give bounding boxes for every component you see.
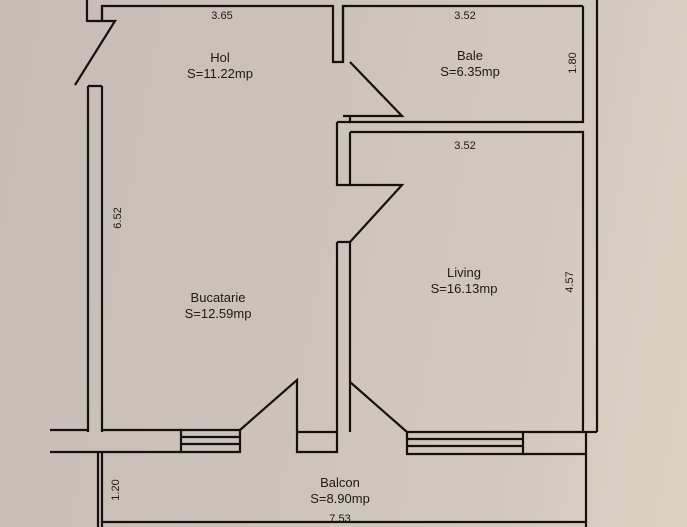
kitchen-door-swing (239, 377, 339, 454)
left-wall (86, 84, 104, 432)
dim-living-width: 3.52 (454, 140, 476, 152)
room-area: S=8.90mp (310, 491, 370, 506)
room-name: Living (447, 265, 481, 280)
dim-bale-width: 3.52 (454, 10, 476, 22)
entrance-door-swing (74, 19, 117, 86)
kitchen-window (179, 428, 242, 454)
room-bale: Bale S=6.35mp (440, 48, 500, 80)
living-door-swing-balcony (349, 381, 408, 433)
room-living: Living S=16.13mp (431, 265, 498, 297)
dim-bale-height: 1.80 (567, 52, 579, 74)
room-area: S=12.59mp (184, 306, 252, 321)
room-area: S=6.35mp (440, 64, 500, 79)
room-name: Balcon (320, 475, 360, 490)
room-name: Bale (456, 48, 484, 63)
top-wall (85, 0, 583, 64)
room-name: Hol (210, 50, 230, 65)
bale-door-swing (343, 61, 405, 118)
balcony-left-wall (96, 452, 104, 527)
dim-left-height: 6.52 (112, 207, 124, 229)
dim-balcon-depth: 1.20 (110, 479, 122, 501)
living-top-wall (350, 130, 585, 432)
dim-hol-width: 3.65 (211, 10, 233, 22)
room-name: Bucatarie (190, 290, 246, 305)
room-balcon: Balcon S=8.90mp (310, 475, 370, 507)
room-area: S=16.13mp (430, 281, 498, 296)
living-window (405, 430, 525, 456)
dim-balcon-length: 7.53 (329, 513, 351, 525)
bale-bottom-wall (348, 6, 585, 124)
dim-living-height: 4.57 (564, 271, 576, 293)
living-door-swing (349, 183, 405, 243)
room-bucatarie: Bucatarie S=12.59mp (185, 290, 252, 322)
room-area: S=11.22mp (187, 66, 253, 81)
room-hol: Hol S=11.22mp (187, 50, 253, 82)
middle-wall (335, 240, 352, 432)
